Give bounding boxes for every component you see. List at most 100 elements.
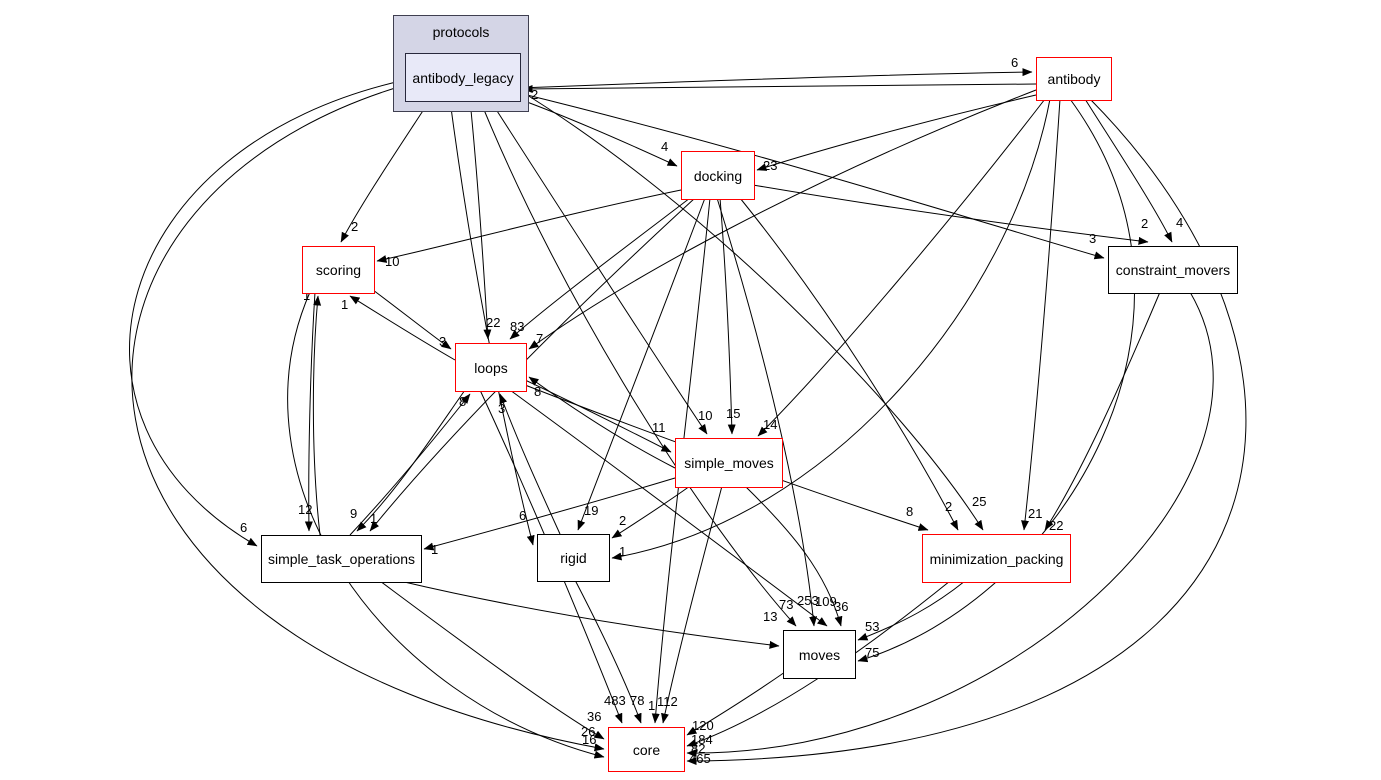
edge-minimization_packing-to-moves <box>857 580 966 641</box>
edge-simple_moves-to-moves <box>744 485 843 627</box>
node-label: core <box>632 741 661 758</box>
edge-label-docking-to-scoring: 10 <box>385 254 399 269</box>
edge-label-docking-to-constraint_movers: 2 <box>1141 216 1148 231</box>
node-label: moves <box>798 646 841 663</box>
edge-label-scoring-to-loops: 3 <box>439 334 446 349</box>
edge-docking-to-simple_task_operations <box>369 197 696 532</box>
node-label: simple_task_operations <box>267 551 416 567</box>
edge-docking-to-constraint_movers <box>752 184 1149 245</box>
edge-label-antibody-to-loops: 7 <box>536 331 543 346</box>
edge-constraint_movers-to-core <box>686 291 1214 758</box>
edge-docking-to-minimization_packing <box>739 197 959 531</box>
edge-label-scoring-to-core: 16 <box>582 732 596 747</box>
node-label: antibody <box>1047 71 1101 87</box>
edge-antibody-to-simple_moves <box>757 98 1046 437</box>
edge-constraint_movers-to-minimization_packing <box>1044 291 1161 531</box>
node-label: rigid <box>560 550 587 566</box>
edge-simple_moves-to-loops <box>528 376 676 469</box>
node-constraint_movers[interactable]: constraint_movers <box>1108 246 1238 294</box>
edge-label-loops-to-scoring: 1 <box>341 297 348 312</box>
edge-antibody_legacy-to-simple_moves <box>489 99 708 435</box>
edge-simple_task_operations-to-core <box>379 580 605 740</box>
edge-label-simple_task_operations-to-core: 36 <box>587 709 601 724</box>
edge-antibody_legacy-to-loops <box>469 99 492 340</box>
edge-label-docking-to-core: 1 <box>648 698 655 713</box>
edge-label-loops-to-minimization_packing: 8 <box>906 504 913 519</box>
node-minimization_packing[interactable]: minimization_packing <box>922 534 1071 583</box>
edge-label-simple_moves-to-core: 112 <box>657 694 678 709</box>
node-label: constraint_movers <box>1115 262 1231 278</box>
edge-loops-to-simple_task_operations <box>356 389 466 532</box>
node-antibody_legacy[interactable]: antibody_legacy <box>405 53 521 102</box>
edge-loops-to-moves <box>509 389 828 627</box>
edge-label-scoring-to-simple_task_operations: 12 <box>298 502 312 517</box>
edge-docking-to-moves <box>716 197 818 627</box>
edge-docking-to-simple_moves <box>719 197 736 435</box>
edge-antibody_legacy-to-minimization_packing <box>518 89 984 531</box>
edge-label-simple_moves-to-loops: 8 <box>534 384 541 399</box>
edge-antibody_legacy-to-rigid <box>449 99 535 546</box>
edge-label-rigid-to-core: 78 <box>630 693 644 708</box>
edge-antibody_legacy-to-constraint_movers <box>518 92 1105 260</box>
edge-label-simple_task_operations-to-moves: 13 <box>763 609 777 624</box>
edge-loops-to-simple_moves <box>524 379 672 453</box>
edge-simple_moves-to-rigid <box>611 485 691 539</box>
edge-docking-to-scoring <box>376 189 682 263</box>
edge-label-antibody-to-docking: 23 <box>763 158 777 173</box>
edge-label-constraint_movers-to-core: 82 <box>691 741 705 756</box>
edge-label-antibody_legacy-to-constraint_movers: 3 <box>1089 231 1096 246</box>
node-scoring[interactable]: scoring <box>302 246 375 294</box>
edge-label-docking-to-loops: 83 <box>510 319 524 334</box>
node-loops[interactable]: loops <box>455 343 527 392</box>
edge-label-antibody_legacy-to-loops: 22 <box>486 315 500 330</box>
edge-label-rigid-to-loops: 3 <box>498 401 505 416</box>
edge-label-antibody_legacy-to-docking: 4 <box>661 139 668 154</box>
edge-label-antibody-to-core: 465 <box>689 751 711 766</box>
edge-rigid-to-core <box>574 579 642 724</box>
edge-antibody-to-core <box>686 98 1247 765</box>
node-core[interactable]: core <box>608 727 685 772</box>
edge-label-antibody_legacy-to-antibody: 6 <box>1011 55 1018 70</box>
edge-label-antibody_legacy-to-moves: 73 <box>779 597 793 612</box>
node-label: minimization_packing <box>929 550 1064 567</box>
edge-label-simple_moves-to-rigid: 2 <box>619 513 626 528</box>
edge-label-antibody-to-simple_moves: 14 <box>763 417 777 432</box>
edge-label-antibody_legacy-to-rigid: 6 <box>519 508 526 523</box>
edge-label-loops-to-moves: 109 <box>815 594 837 609</box>
node-label: scoring <box>315 262 362 278</box>
edge-antibody_legacy-to-docking <box>518 98 678 167</box>
node-rigid[interactable]: rigid <box>537 534 610 582</box>
edge-docking-to-loops <box>509 197 691 340</box>
edge-label-docking-to-minimization_packing: 2 <box>945 499 952 514</box>
node-docking[interactable]: docking <box>681 151 755 200</box>
edge-antibody_legacy-to-moves <box>479 99 797 627</box>
edge-antibody_legacy-to-scoring <box>340 99 431 243</box>
edge-label-antibody-to-antibody_legacy: 2 <box>531 87 538 102</box>
edge-moves-to-core <box>686 671 786 736</box>
edge-label-minimization_packing-to-moves: 53 <box>865 619 879 634</box>
node-antibody[interactable]: antibody <box>1036 57 1112 101</box>
edge-label-loops-to-simple_task_operations: 9 <box>350 506 357 521</box>
edge-label-antibody-to-constraint_movers: 4 <box>1176 215 1183 230</box>
edge-label-antibody_legacy-to-core: 26 <box>581 724 595 739</box>
edge-label-simple_task_operations-to-scoring: 1 <box>303 288 310 303</box>
edge-label-antibody-to-moves: 75 <box>865 645 879 660</box>
edge-rigid-to-loops <box>499 393 561 535</box>
edge-label-antibody_legacy-to-scoring: 2 <box>351 219 358 234</box>
edge-label-antibody_legacy-to-simple_moves: 10 <box>698 408 712 423</box>
node-simple_moves[interactable]: simple_moves <box>675 438 783 488</box>
edge-simple_task_operations-to-moves <box>399 580 780 649</box>
edge-antibody-to-constraint_movers <box>1084 98 1173 243</box>
edge-scoring-to-loops <box>372 289 452 350</box>
edge-label-docking-to-rigid: 19 <box>584 503 598 518</box>
edge-label-moves-to-core: 120 <box>692 718 714 733</box>
node-label: loops <box>474 359 508 376</box>
node-moves[interactable]: moves <box>783 630 856 679</box>
edge-antibody-to-docking <box>756 94 1037 171</box>
edge-simple_moves-to-simple_task_operations <box>423 477 676 551</box>
node-simple_task_operations[interactable]: simple_task_operations <box>261 535 422 583</box>
edge-simple_task_operations-to-loops <box>349 393 471 536</box>
edge-label-simple_moves-to-simple_task_operations: 1 <box>431 542 438 557</box>
edge-docking-to-rigid <box>577 197 706 531</box>
